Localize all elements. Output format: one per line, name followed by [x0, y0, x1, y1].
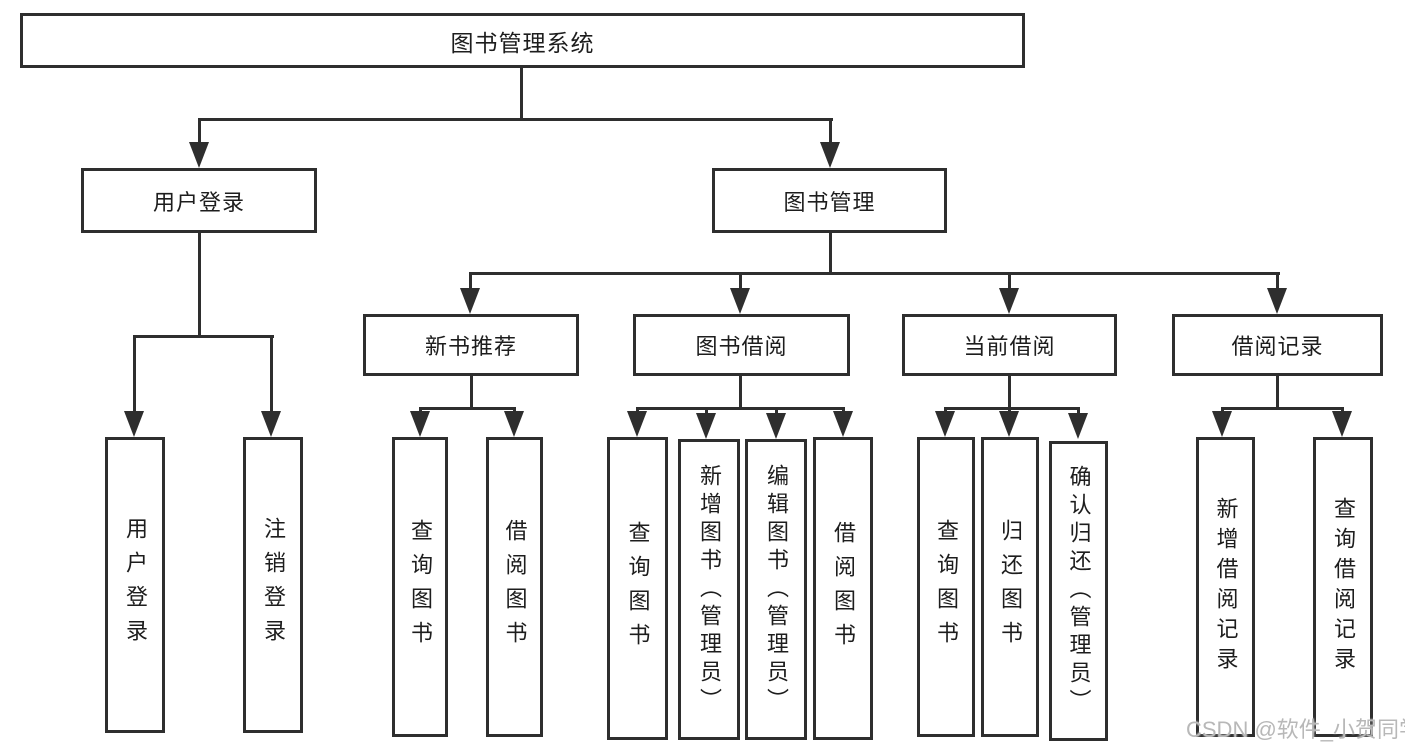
- node-user-login: 用户登录: [81, 168, 317, 233]
- node-label: 当前借阅: [963, 334, 1056, 359]
- node-label: 查询图书: [934, 519, 959, 655]
- node-label: 新书推荐: [424, 334, 517, 359]
- arrowhead-icon: [766, 413, 786, 439]
- node-label: 借阅记录: [1231, 334, 1324, 359]
- connector-line: [1222, 407, 1344, 410]
- connector-line: [775, 407, 778, 417]
- leaf-edit-books-admin: 编辑图书（管理员）: [745, 439, 807, 740]
- node-label: 用户登录: [123, 517, 148, 653]
- leaf-confirm-return-admin: 确认归还（管理员）: [1049, 441, 1108, 741]
- connector-line: [198, 233, 201, 338]
- connector-line: [1077, 407, 1080, 416]
- arrowhead-icon: [833, 411, 853, 437]
- connector-line: [739, 272, 742, 290]
- node-book-management-system: 图书管理系统: [20, 13, 1025, 68]
- connector-line: [1276, 376, 1279, 410]
- connector-line: [520, 68, 523, 118]
- leaf-query-books-recommend: 查询图书: [392, 437, 448, 737]
- leaf-borrow-books-recommend: 借阅图书: [486, 437, 543, 737]
- node-label: 图书管理: [783, 189, 876, 215]
- node-label: 确认归还（管理员）: [1066, 465, 1092, 717]
- connector-line: [637, 407, 845, 410]
- arrowhead-icon: [820, 142, 840, 168]
- arrowhead-icon: [1267, 288, 1287, 314]
- node-current-borrow: 当前借阅: [902, 314, 1117, 376]
- arrowhead-icon: [124, 411, 144, 437]
- connector-line: [829, 118, 832, 144]
- node-label: 编辑图书（管理员）: [764, 463, 789, 716]
- connector-line: [1008, 272, 1011, 290]
- node-label: 图书借阅: [695, 334, 788, 359]
- node-label: 借阅图书: [831, 520, 856, 657]
- leaf-add-books-admin: 新增图书（管理员）: [678, 439, 740, 740]
- node-label: 借阅图书: [502, 519, 528, 655]
- leaf-query-borrow-record: 查询借阅记录: [1313, 437, 1373, 737]
- connector-line: [133, 335, 136, 413]
- node-label: 查询借阅记录: [1331, 497, 1356, 677]
- connector-line: [134, 335, 274, 338]
- connector-line: [945, 407, 1080, 410]
- arrowhead-icon: [999, 411, 1019, 437]
- connector-line: [1276, 272, 1279, 290]
- arrowhead-icon: [261, 411, 281, 437]
- node-label: 新增图书（管理员）: [697, 463, 722, 716]
- connector-line: [198, 118, 201, 144]
- leaf-user-login: 用户登录: [105, 437, 165, 733]
- node-label: 归还图书: [998, 519, 1023, 655]
- arrowhead-icon: [189, 142, 209, 168]
- arrowhead-icon: [1212, 411, 1232, 437]
- connector-line: [739, 376, 742, 410]
- connector-line: [705, 407, 708, 417]
- connector-line: [470, 376, 473, 410]
- leaf-return-books: 归还图书: [981, 437, 1039, 737]
- node-borrow-records: 借阅记录: [1172, 314, 1383, 376]
- node-book-management: 图书管理: [712, 168, 947, 233]
- arrowhead-icon: [935, 411, 955, 437]
- connector-line: [829, 233, 832, 275]
- leaf-logout: 注销登录: [243, 437, 303, 733]
- arrowhead-icon: [410, 411, 430, 437]
- leaf-borrow-books: 借阅图书: [813, 437, 873, 740]
- connector-line: [470, 272, 1280, 275]
- leaf-query-books-current: 查询图书: [917, 437, 975, 737]
- leaf-query-books-borrow: 查询图书: [607, 437, 668, 740]
- node-label: 用户登录: [152, 189, 245, 215]
- node-new-book-recommend: 新书推荐: [363, 314, 579, 376]
- watermark: CSDN @软件_小贺同学: [1186, 717, 1405, 742]
- arrowhead-icon: [999, 288, 1019, 314]
- connector-line: [469, 272, 472, 290]
- connector-line: [199, 118, 833, 121]
- arrowhead-icon: [1332, 411, 1352, 437]
- node-book-borrow: 图书借阅: [633, 314, 850, 376]
- arrowhead-icon: [1068, 413, 1088, 439]
- connector-line: [270, 335, 273, 413]
- arrowhead-icon: [504, 411, 524, 437]
- node-label: 新增借阅记录: [1213, 497, 1239, 677]
- leaf-add-borrow-record: 新增借阅记录: [1196, 437, 1255, 737]
- arrowhead-icon: [460, 288, 480, 314]
- node-label: 图书管理系统: [450, 29, 595, 56]
- arrowhead-icon: [627, 411, 647, 437]
- node-label: 查询图书: [625, 520, 651, 657]
- connector-line: [1008, 376, 1011, 410]
- node-label: 查询图书: [408, 519, 433, 655]
- node-label: 注销登录: [261, 517, 286, 653]
- arrowhead-icon: [730, 288, 750, 314]
- connector-line: [420, 407, 516, 410]
- arrowhead-icon: [696, 413, 716, 439]
